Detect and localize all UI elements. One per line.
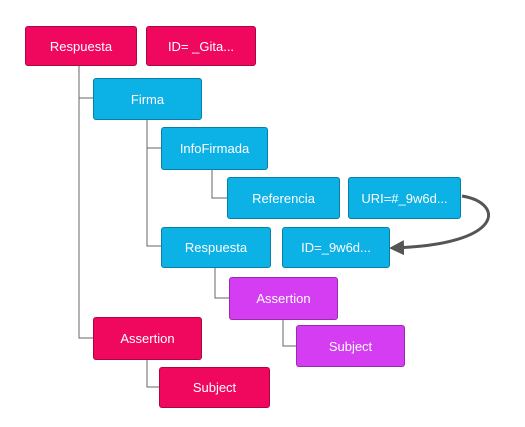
connector-firma-to-respuesta-inner	[146, 148, 161, 247]
node-subject-inner: Subject	[296, 325, 405, 367]
connector-respuesta-to-firma	[78, 66, 93, 99]
node-respuesta-root-id: ID= _Gita...	[146, 26, 256, 66]
node-assertion-root: Assertion	[93, 317, 202, 360]
node-subject-root: Subject	[159, 367, 270, 408]
connector-assertion-inner-to-subject-inner	[282, 320, 296, 347]
node-assertion-inner: Assertion	[229, 277, 338, 320]
connector-respuesta-inner-to-assertion-inner	[214, 268, 229, 299]
node-respuesta-root: Respuesta	[25, 26, 137, 66]
node-firma: Firma	[93, 78, 202, 120]
node-respuesta-inner: Respuesta	[161, 227, 271, 268]
node-infofirmada: InfoFirmada	[161, 127, 268, 170]
connector-assertion-root-to-subject-root	[146, 360, 159, 388]
connector-infofirmada-to-referencia	[211, 170, 227, 199]
node-referencia-uri: URI=#_9w6d...	[348, 177, 461, 219]
connector-respuesta-to-assertion	[78, 98, 93, 339]
connector-firma-to-infofirmada	[146, 120, 161, 149]
node-respuesta-inner-id: ID=_9w6d...	[282, 227, 390, 268]
node-referencia: Referencia	[227, 177, 340, 219]
reference-arrow	[389, 194, 490, 256]
